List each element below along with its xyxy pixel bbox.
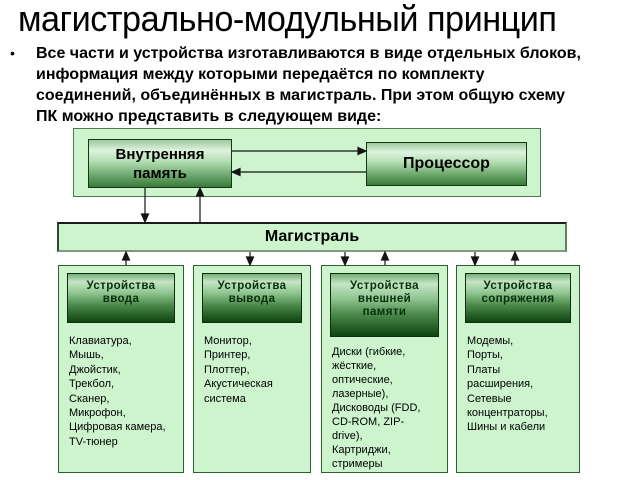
list-item: Акустическая xyxy=(204,378,273,391)
bullet-text-line: Все части и устройства изготавливаются в… xyxy=(36,45,581,62)
arrowhead-up-icon xyxy=(510,250,520,261)
list-item: Джойстик, xyxy=(69,363,121,376)
input-devices-list: Клавиатура, Мышь,Джойстик, Трекбол,Сканер,… xyxy=(69,334,177,449)
list-item: Трекбол, xyxy=(69,378,115,391)
list-item: лазерные), xyxy=(332,388,389,400)
arrowhead-down-icon xyxy=(470,256,480,267)
processor-box: Процессор xyxy=(366,142,527,186)
list-item: Диски (гибкие, xyxy=(332,346,406,358)
device-column-output: Устройства вывода Монитор, Принтер,Плотте… xyxy=(193,265,311,473)
list-item: Плоттер, xyxy=(204,363,250,376)
interface-devices-header: Устройства сопряжения xyxy=(465,273,571,323)
interface-devices-list: Модемы, Порты,Платы расширения,Сетевые конц… xyxy=(467,334,573,435)
list-item: Мышь, xyxy=(69,349,104,362)
arrowhead-down-icon xyxy=(245,256,255,267)
external-memory-devices-list: Диски (гибкие, жёсткие, оптические, лазерны… xyxy=(332,345,441,471)
list-item: стримеры xyxy=(332,458,383,470)
device-column-external-memory: Устройства внешней памяти Диски (гибкие,… xyxy=(321,265,448,473)
list-item: Порты, xyxy=(467,349,503,362)
device-column-interface: Устройства сопряжения Модемы, Порты,Платы… xyxy=(456,265,580,473)
list-item: Клавиатура, xyxy=(69,335,132,347)
list-item: концентраторы, xyxy=(467,407,548,420)
list-item: Картриджи, xyxy=(332,444,391,456)
bullet-text-line: ПК можно представить в следующем виде: xyxy=(36,108,382,125)
internal-memory-label: Внутренняя память xyxy=(115,145,205,182)
arrowhead-down-icon xyxy=(340,256,350,267)
list-item: расширения, xyxy=(467,378,534,391)
list-item: оптические, xyxy=(332,374,393,386)
bullet-text: Все части и устройства изготавливаются в… xyxy=(36,43,636,127)
list-item: Модемы, xyxy=(467,335,514,347)
list-item: Дисководы (FDD, xyxy=(332,402,421,414)
list-item: Цифровая камера, xyxy=(69,421,166,434)
list-item: система xyxy=(204,392,246,405)
list-item: drive), xyxy=(332,430,363,442)
list-item: CD-ROM, ZIP- xyxy=(332,416,405,428)
list-item: TV-тюнер xyxy=(69,435,118,448)
external-memory-devices-header: Устройства внешней памяти xyxy=(330,273,439,337)
list-item: Микрофон, xyxy=(69,407,126,420)
page-title: магистрально-модульный принцип xyxy=(18,0,557,39)
list-item: Шины и кабели xyxy=(467,421,546,434)
list-item: Принтер, xyxy=(204,349,251,362)
input-devices-header: Устройства ввода xyxy=(67,273,175,323)
list-item: Платы xyxy=(467,363,501,376)
bus-bar: Магистраль xyxy=(57,222,567,252)
bullet-text-line: соединений, объединённых в магистраль. П… xyxy=(36,87,566,104)
internal-memory-box: Внутренняя память xyxy=(88,139,232,188)
device-column-input: Устройства ввода Клавиатура, Мышь,Джойсти… xyxy=(58,265,184,473)
list-item: Сетевые xyxy=(467,392,512,405)
arrowhead-down-icon xyxy=(140,213,150,224)
bullet-marker: • xyxy=(10,45,15,61)
bullet-text-line: информация между которыми передаётся по … xyxy=(36,66,485,83)
list-item: Монитор, xyxy=(204,335,252,347)
arrowhead-up-icon xyxy=(380,250,390,261)
arrowhead-up-icon xyxy=(121,250,131,261)
list-item: жёсткие, xyxy=(332,360,377,372)
bus-label: Магистраль xyxy=(264,228,360,245)
processor-label: Процессор xyxy=(403,155,490,172)
output-devices-header: Устройства вывода xyxy=(202,273,302,323)
list-item: Сканер, xyxy=(69,392,110,405)
